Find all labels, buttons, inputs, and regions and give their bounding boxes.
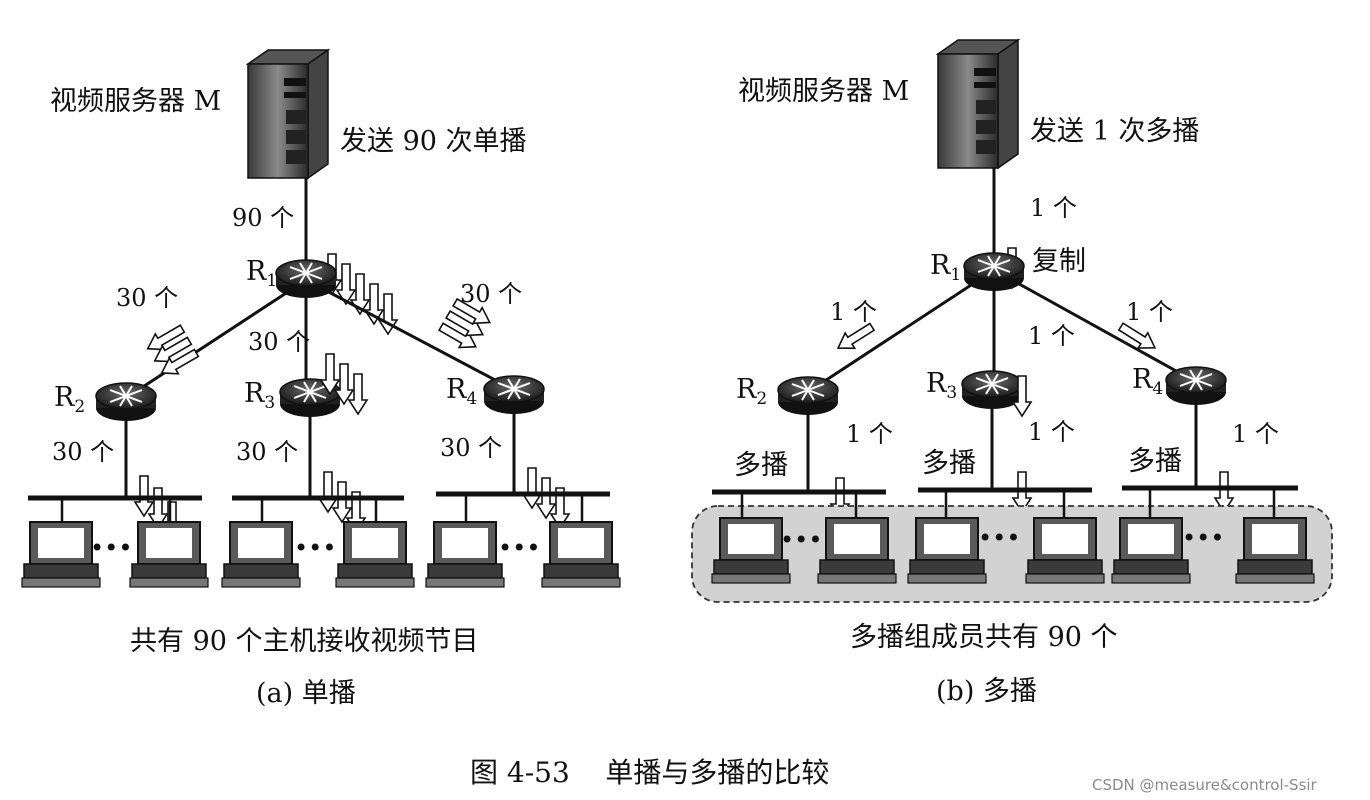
right-lan1-ellipsis: ••• bbox=[780, 526, 822, 554]
right-host-pc-icon bbox=[817, 517, 897, 584]
left-footer-text: 共有 90 个主机接收视频节目 bbox=[130, 626, 479, 657]
left-sublabel: (a) 单播 bbox=[256, 678, 356, 709]
right-r3-lan-label: 1 个 bbox=[1028, 418, 1075, 446]
right-host-pc-icon bbox=[1111, 517, 1191, 584]
left-router-r4-label: R4 bbox=[446, 374, 477, 409]
left-host-pc-icon bbox=[335, 521, 415, 588]
right-server-label: 视频服务器 M bbox=[738, 76, 909, 107]
right-r1-r4-link bbox=[993, 268, 1197, 384]
left-r4-lan-label: 30 个 bbox=[440, 434, 502, 462]
right-r1-r2-label: 1 个 bbox=[830, 298, 877, 326]
right-r1-r4-label: 1 个 bbox=[1126, 298, 1173, 326]
right-lan3-ellipsis: ••• bbox=[1182, 524, 1224, 552]
right-router-r1-icon bbox=[963, 252, 1025, 292]
left-host-pc-icon bbox=[129, 521, 209, 588]
left-host-pc-icon bbox=[541, 521, 621, 588]
left-r1-r2-link bbox=[125, 278, 307, 400]
left-lan1-ellipsis: ••• bbox=[90, 534, 132, 562]
left-r1-r2-label: 30 个 bbox=[116, 284, 178, 312]
left-router-r2-label: R2 bbox=[54, 382, 85, 417]
left-r2-lan-label: 30 个 bbox=[52, 438, 114, 466]
right-send-label: 发送 1 次多播 bbox=[1030, 116, 1199, 147]
left-host-pc-icon bbox=[425, 521, 505, 588]
right-host-pc-icon bbox=[907, 517, 987, 584]
figure-caption: 图 4-53 单播与多播的比较 bbox=[470, 756, 829, 789]
right-host-pc-icon bbox=[711, 517, 791, 584]
right-replicate-label: 复制 bbox=[1032, 246, 1086, 277]
left-server-label: 视频服务器 M bbox=[50, 86, 221, 117]
right-r1-r2-link bbox=[807, 268, 995, 394]
right-multicast-group-region bbox=[691, 505, 1333, 603]
left-router-r1-icon bbox=[275, 259, 337, 299]
right-host-pc-icon bbox=[1235, 517, 1315, 584]
left-r1-r4-label: 30 个 bbox=[460, 280, 522, 308]
left-video-server-icon bbox=[247, 49, 329, 179]
left-panel-unicast: 视频服务器 M 发送 90 次单播 90 个 R1 R2 R3 R4 30 个 … bbox=[21, 49, 621, 709]
left-r1-r3-label: 30 个 bbox=[248, 328, 310, 356]
right-sublabel: (b) 多播 bbox=[936, 676, 1037, 707]
left-router-r3-label: R3 bbox=[244, 378, 275, 413]
left-r1-r4-link bbox=[305, 278, 515, 392]
right-panel-multicast: 视频服务器 M 发送 1 次多播 1 个 R1 R2 R3 R4 复制 1 个 … bbox=[691, 39, 1333, 707]
right-r1-r3-label: 1 个 bbox=[1028, 322, 1075, 350]
left-unicast-arrows-r1-r2 bbox=[142, 320, 202, 382]
left-send-label: 发送 90 次单播 bbox=[340, 126, 527, 157]
right-lan2-ellipsis: ••• bbox=[978, 524, 1020, 552]
left-unicast-arrows-lan3 bbox=[522, 467, 570, 529]
right-lan3-multicast-label: 多播 bbox=[1128, 446, 1182, 477]
left-r3-lan-label: 30 个 bbox=[236, 438, 298, 466]
left-server-link-label: 90 个 bbox=[232, 204, 294, 232]
right-server-link-label: 1 个 bbox=[1030, 194, 1077, 222]
watermark: CSDN @measure&control-Ssir bbox=[1092, 776, 1318, 794]
left-lan3-ellipsis: ••• bbox=[498, 534, 540, 562]
right-host-pc-icon bbox=[1025, 517, 1105, 584]
left-lan2-ellipsis: ••• bbox=[294, 534, 336, 562]
right-r4-lan-label: 1 个 bbox=[1232, 420, 1279, 448]
left-host-pc-icon bbox=[21, 521, 101, 588]
right-footer-text: 多播组成员共有 90 个 bbox=[850, 622, 1118, 653]
right-lan1-multicast-label: 多播 bbox=[734, 450, 788, 481]
right-router-r2-label: R2 bbox=[736, 374, 767, 409]
right-video-server-icon bbox=[937, 39, 1019, 169]
right-r2-lan-label: 1 个 bbox=[846, 420, 893, 448]
right-router-r4-label: R4 bbox=[1132, 364, 1163, 399]
right-lan2-multicast-label: 多播 bbox=[922, 448, 976, 479]
left-host-pc-icon bbox=[221, 521, 301, 588]
left-router-r1-label: R1 bbox=[246, 256, 277, 291]
right-router-r3-label: R3 bbox=[926, 368, 957, 403]
right-router-r1-label: R1 bbox=[930, 250, 961, 285]
